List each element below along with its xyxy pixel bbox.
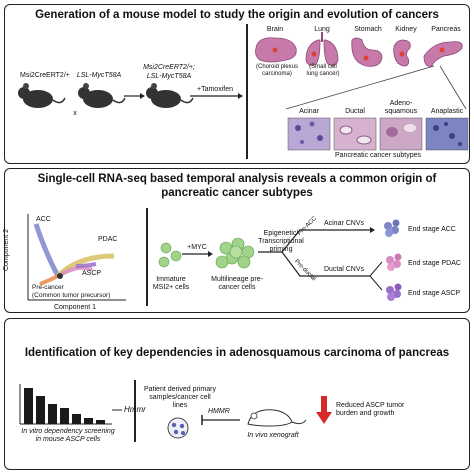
mouse-label: Msi2CreERT2/+ xyxy=(20,72,70,79)
pancreas-icon xyxy=(423,41,463,67)
cluster-acc xyxy=(384,219,400,237)
panel-title: Generation of a mouse model to study the… xyxy=(35,9,439,21)
xenograft-label: In vivo xenograft xyxy=(247,432,299,439)
cluster-pdac xyxy=(386,253,402,271)
plot-label-pdac: PDAC xyxy=(98,236,118,243)
divider xyxy=(134,380,136,442)
subtypes-caption: Pancreatic cancer subtypes xyxy=(335,152,421,159)
organ-label: Stomach xyxy=(354,26,382,33)
multilineage-cells xyxy=(215,237,255,269)
organ-label: Kidney xyxy=(395,26,417,33)
result-label: Reduced ASCP tumor burden and growth xyxy=(336,402,405,417)
lung-icon xyxy=(305,32,339,66)
panel-mouse-model: Generation of a mouse model to study the… xyxy=(4,4,470,164)
xenograft-mouse-icon xyxy=(247,409,307,427)
plot-label-ascp: ASCP xyxy=(82,270,102,277)
organ-label: Lung xyxy=(314,26,330,33)
gene-label: Hmmr xyxy=(124,405,146,414)
panel-title: Identification of key dependencies in ad… xyxy=(24,347,450,359)
cluster-ascp xyxy=(386,283,402,301)
end-stage-pdac: End stage PDAC xyxy=(408,260,461,267)
immature-cells xyxy=(158,242,182,268)
priming-label: Epigenetic/ Transcriptional priming xyxy=(258,230,304,253)
panel-title: Single-cell RNA-seq based temporal analy… xyxy=(37,173,437,185)
subtype-label: Acinar xyxy=(299,108,319,115)
acinar-cnvs-label: Acinar CNVs xyxy=(323,220,365,227)
organ-note: (Choroid plexus carcinoma) xyxy=(255,64,299,77)
mouse-label: LSL-MycT58A xyxy=(76,72,122,79)
histology-acinar xyxy=(287,117,331,151)
mouse-icon xyxy=(78,83,126,108)
screen-caption: In vitro dependency screening in mouse A… xyxy=(21,428,115,443)
dependency-bar-chart xyxy=(19,384,122,425)
petri-dish-icon xyxy=(167,417,189,439)
mouse-icon xyxy=(146,83,194,108)
ductal-cnvs-label: Ductal CNVs xyxy=(323,266,365,273)
organ-label: Brain xyxy=(266,26,284,33)
decrease-arrow-icon xyxy=(316,396,332,424)
mouse-icon xyxy=(18,83,66,108)
immature-label: Immature MSI2+ cells xyxy=(152,276,190,291)
histology-adenosquamous xyxy=(379,117,423,151)
stomach-icon xyxy=(351,37,383,67)
plot-label-acc: ACC xyxy=(36,216,51,223)
end-stage-acc: End stage ACC xyxy=(408,226,456,233)
subtype-label: Adeno- squamous xyxy=(384,100,418,115)
tamoxifen-label: +Tamoxifen xyxy=(197,86,233,93)
histology-ductal xyxy=(333,117,377,151)
divider xyxy=(246,24,248,159)
organ-label: Pancreas xyxy=(431,26,461,33)
panel-title: pancreatic cancer subtypes xyxy=(161,187,313,199)
panel-dependencies: Identification of key dependencies in ad… xyxy=(4,318,470,470)
multilineage-label: Multilineage pre- cancer cells xyxy=(211,276,263,291)
brain-icon xyxy=(255,37,297,63)
cross-symbol: x xyxy=(73,110,77,117)
myc-label: +MYC xyxy=(187,244,207,251)
histology-anaplastic xyxy=(425,117,469,151)
end-stage-ascp: End stage ASCP xyxy=(408,290,461,297)
patient-samples-label: Patient derived primary samples/cancer c… xyxy=(144,386,216,409)
subtype-label: Ductal xyxy=(345,108,365,115)
mouse-label: LSL-MycT58A xyxy=(146,73,192,80)
axis-label-x: Component 1 xyxy=(53,304,97,311)
mouse-label: Msi2CreERT2/+; xyxy=(143,64,195,71)
inhibit-gene-label: HMMR xyxy=(208,408,230,415)
divider xyxy=(146,208,148,306)
organ-note: (Small cell lung cancer) xyxy=(306,64,340,77)
trajectory-plot xyxy=(27,214,126,301)
kidney-icon xyxy=(393,39,411,67)
plot-label-precancer: Pre-cancer (Common tumor precursor) xyxy=(32,284,111,299)
subtype-label: Anaplastic xyxy=(430,108,464,115)
